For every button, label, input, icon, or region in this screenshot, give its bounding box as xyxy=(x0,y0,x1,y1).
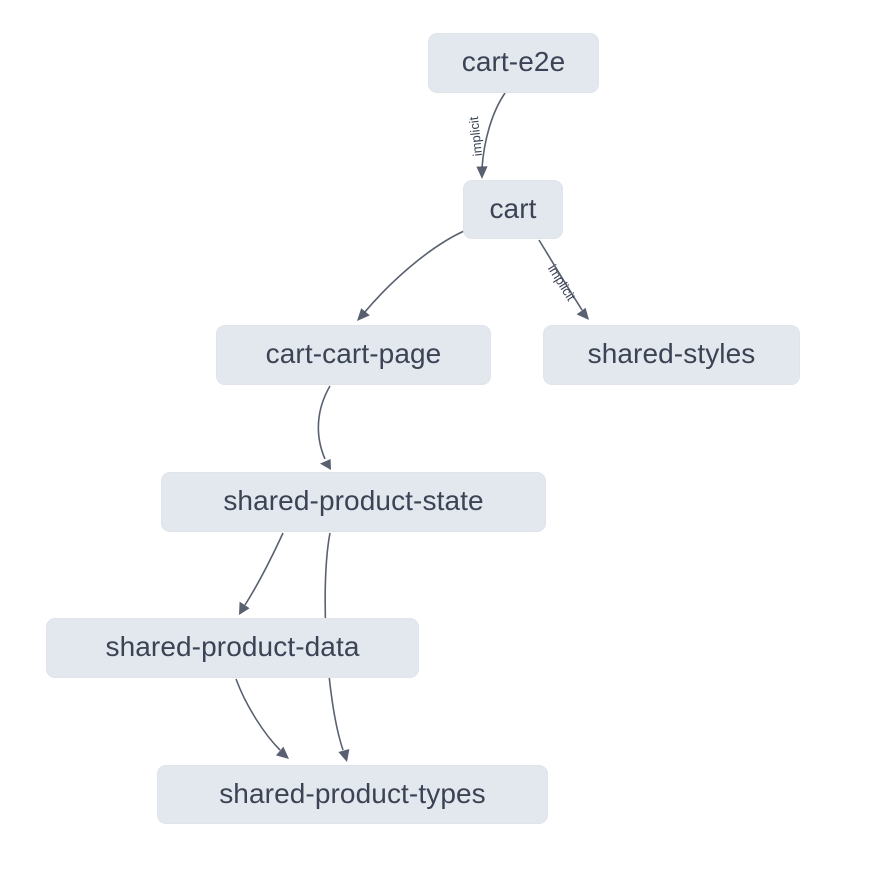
graph-node-cart-cart-page[interactable]: cart-cart-page xyxy=(216,325,491,385)
edge-line xyxy=(481,92,506,169)
edge-cart-to-shared-styles: implicit xyxy=(538,239,589,320)
arrowhead-icon xyxy=(320,459,331,470)
edge-label-implicit-2: implicit xyxy=(545,262,579,304)
graph-node-cart[interactable]: cart xyxy=(463,180,563,239)
edge-line xyxy=(538,239,583,311)
node-label: cart-cart-page xyxy=(265,338,442,369)
node-label: cart-e2e xyxy=(461,46,566,77)
arrowhead-icon xyxy=(239,601,250,615)
graph-node-cart-e2e[interactable]: cart-e2e xyxy=(428,33,599,93)
node-label: cart xyxy=(489,192,537,224)
graph-node-shared-product-types[interactable]: shared-product-types xyxy=(157,765,548,824)
edge-cart-to-cart-cart-page xyxy=(357,230,465,321)
edge-cart-cart-page-to-shared-product-state xyxy=(317,385,331,470)
edge-label-implicit-1: implicit xyxy=(466,116,485,157)
edge-line xyxy=(244,532,284,606)
node-label: shared-product-data xyxy=(105,631,360,662)
graph-node-shared-styles[interactable]: shared-styles xyxy=(543,325,800,385)
arrowhead-icon xyxy=(276,746,289,759)
arrowhead-icon xyxy=(357,308,370,321)
edge-line xyxy=(317,385,331,460)
graph-node-shared-product-state[interactable]: shared-product-state xyxy=(161,472,546,532)
arrowhead-icon xyxy=(476,166,488,179)
edge-line xyxy=(363,230,465,314)
arrowhead-icon xyxy=(576,307,589,320)
node-label: shared-product-types xyxy=(219,777,486,809)
node-label: shared-product-state xyxy=(223,485,484,516)
edge-shared-product-data-to-shared-product-types xyxy=(235,678,289,759)
arrowhead-icon xyxy=(338,749,350,762)
graph-node-shared-product-data[interactable]: shared-product-data xyxy=(46,618,419,678)
edge-line xyxy=(235,678,281,751)
edge-cart-e2e-to-cart: implicit xyxy=(466,92,506,179)
edge-shared-product-state-to-shared-product-data xyxy=(239,532,284,615)
node-label: shared-styles xyxy=(587,338,756,369)
